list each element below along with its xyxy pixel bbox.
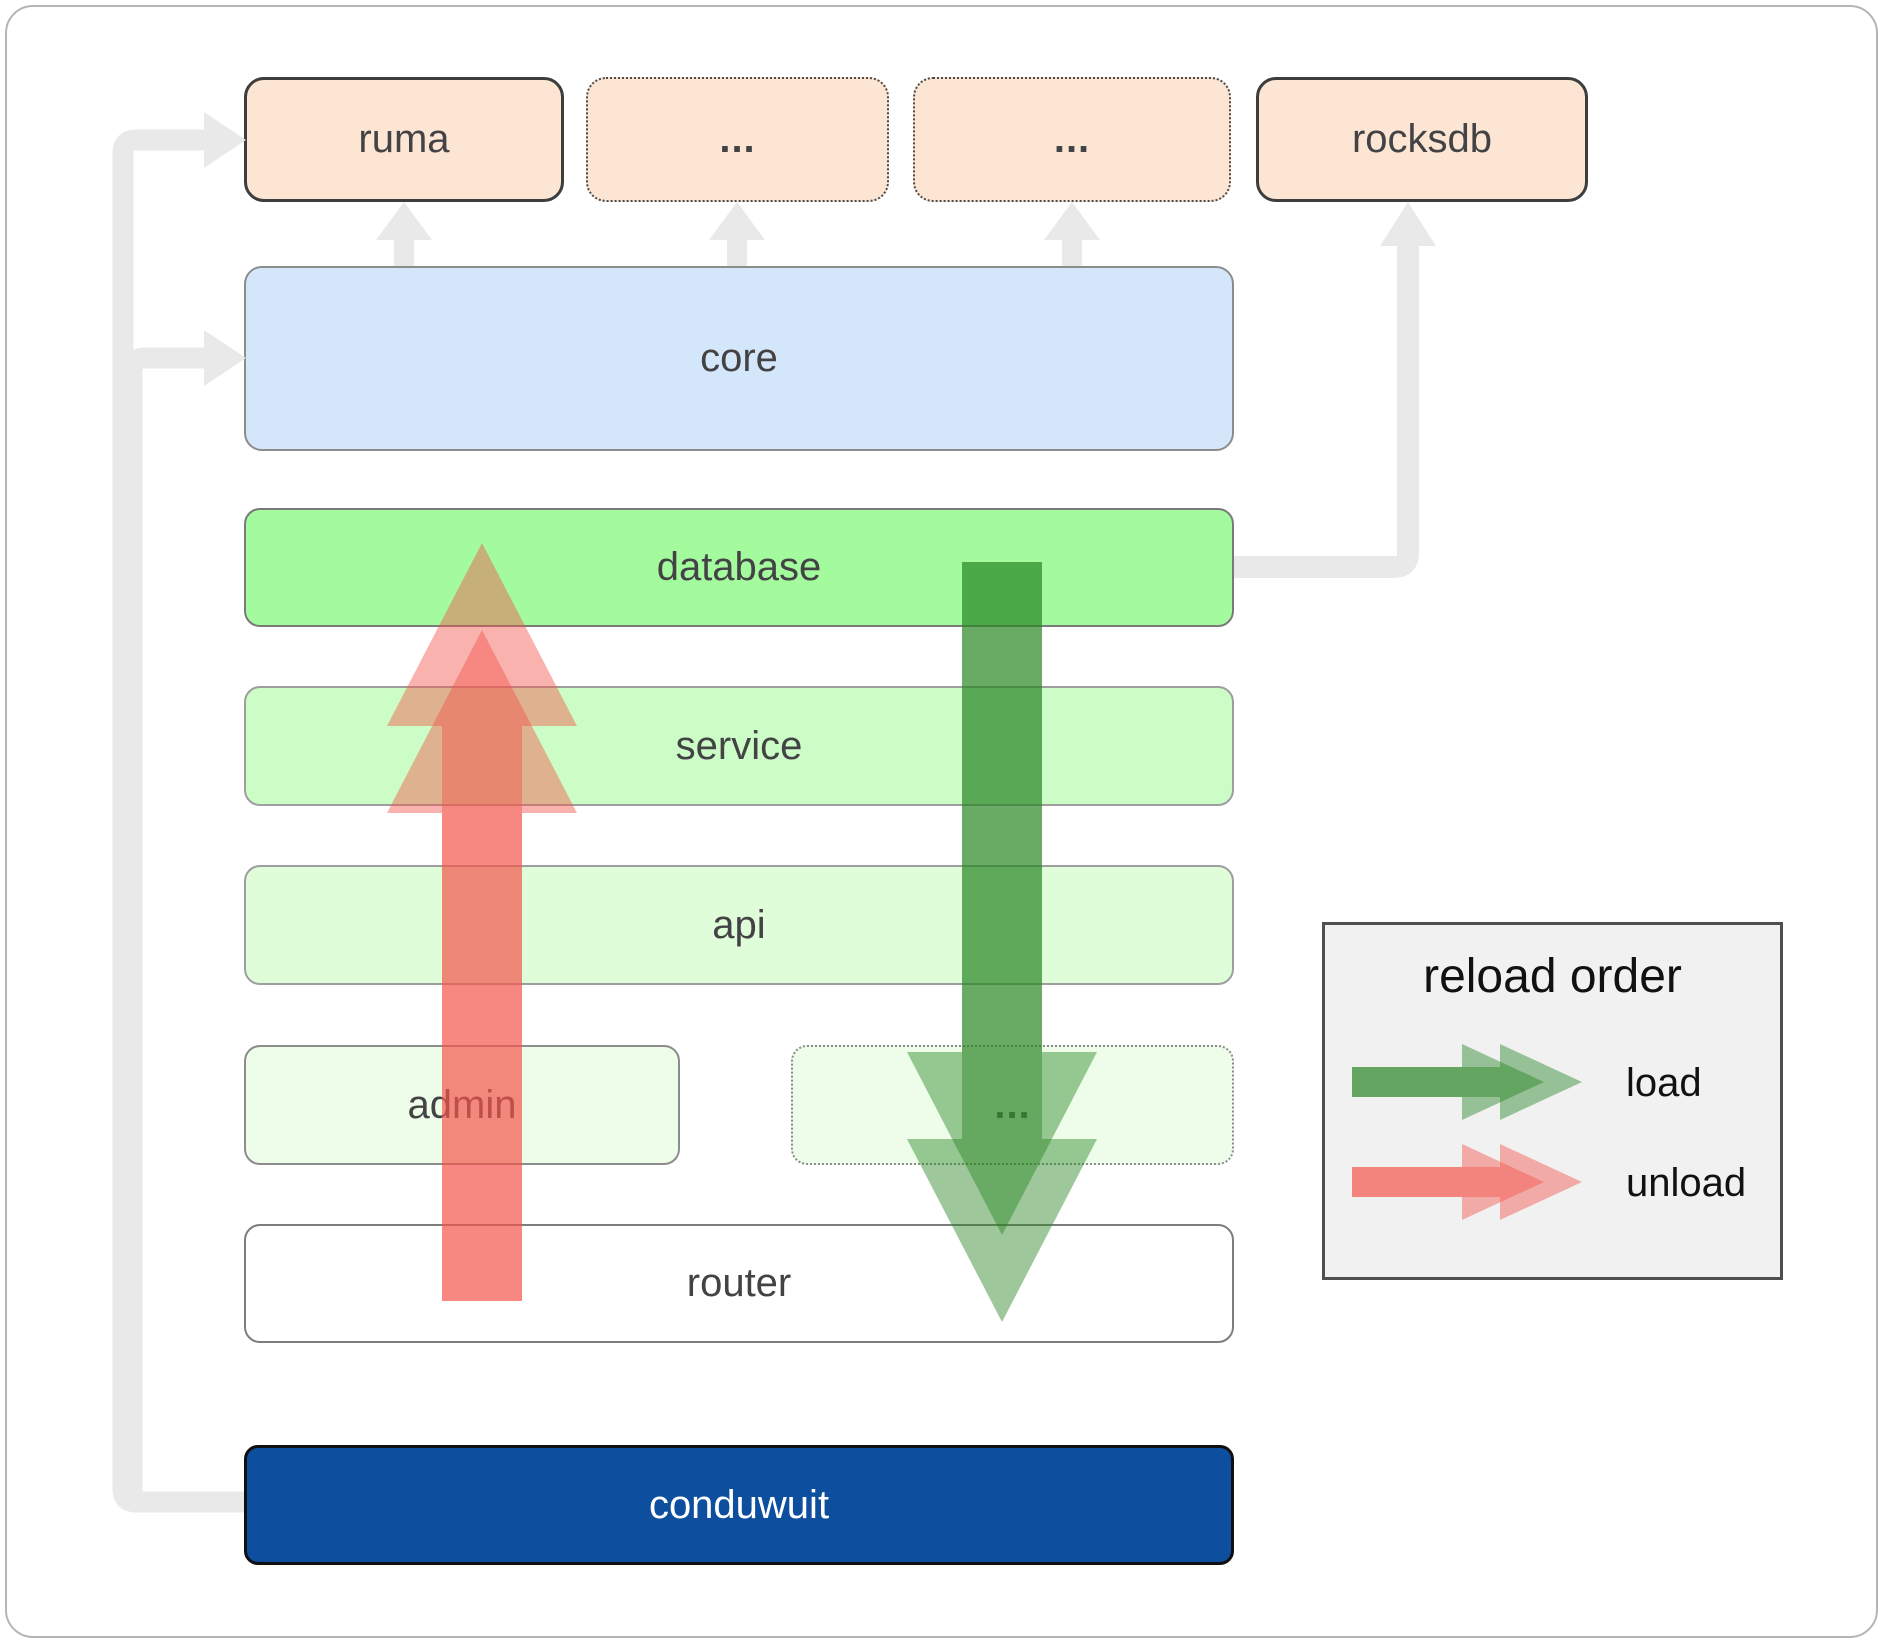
box-router: router (244, 1224, 1234, 1343)
box-service: service (244, 686, 1234, 806)
box-admin: admin (244, 1045, 680, 1165)
legend-label-load: load (1626, 1061, 1702, 1105)
box-module-top-2: ... (913, 77, 1231, 202)
box-router-label: router (686, 1261, 792, 1305)
box-core: core (244, 266, 1234, 451)
box-database: database (244, 508, 1234, 627)
box-service-label: service (675, 723, 803, 768)
box-ruma-label: ruma (358, 117, 450, 161)
box-module-bottom-label: ... (994, 1082, 1031, 1127)
outer-frame (5, 5, 1878, 1638)
box-module-bottom: ... (791, 1045, 1234, 1165)
box-module-top-1-label: ... (719, 117, 756, 161)
legend-title: reload order (1423, 950, 1682, 1003)
box-api: api (244, 865, 1234, 985)
box-database-label: database (656, 545, 822, 589)
legend: reload order load unload (1322, 922, 1783, 1280)
box-rocksdb: rocksdb (1256, 77, 1588, 202)
box-module-top-2-label: ... (1053, 117, 1091, 161)
box-ruma: ruma (244, 77, 564, 202)
box-conduwuit: conduwuit (244, 1445, 1234, 1565)
box-module-top-1: ... (586, 77, 889, 202)
box-rocksdb-label: rocksdb (1351, 117, 1493, 161)
box-api-label: api (712, 902, 766, 947)
box-core-label: core (700, 336, 778, 380)
box-admin-label: admin (407, 1082, 517, 1127)
legend-label-unload: unload (1626, 1161, 1747, 1205)
box-conduwuit-label: conduwuit (648, 1482, 830, 1527)
